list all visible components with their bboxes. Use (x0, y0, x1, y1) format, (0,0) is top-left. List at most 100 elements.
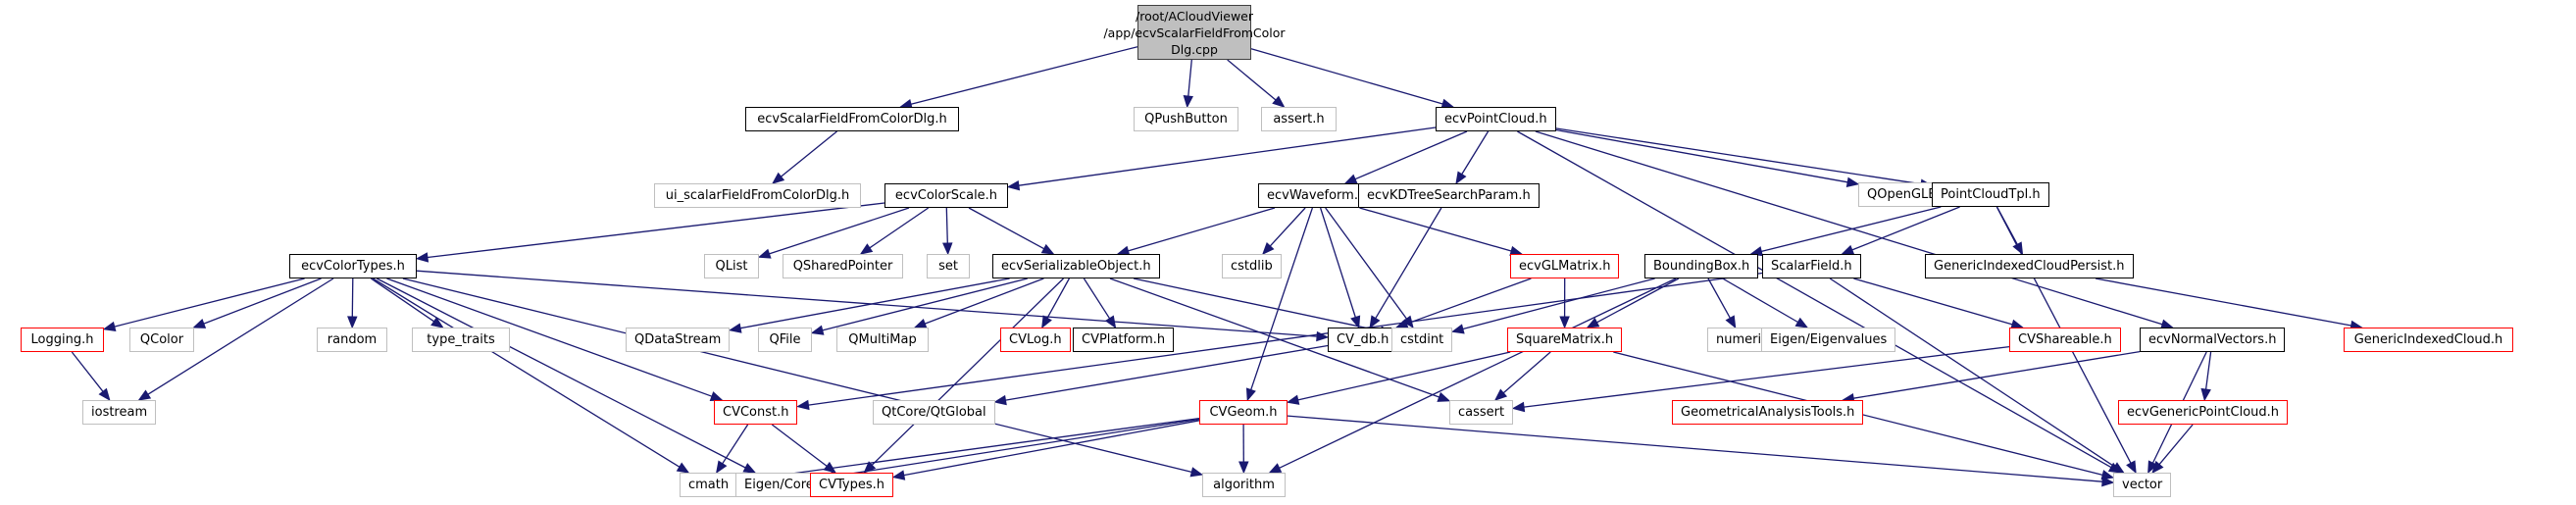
graph-node-geomtools[interactable]: GeometricalAnalysisTools.h (1672, 400, 1864, 425)
graph-node-qmultimap: QMultiMap (836, 328, 929, 352)
edge-waveform-to-cvgeom (1250, 207, 1314, 390)
edge-cvgeom-to-cmath (747, 417, 1200, 480)
graph-node-vector: vector (2113, 473, 2172, 497)
edge-colortypes-to-iostream (147, 278, 334, 395)
graph-node-waveform[interactable]: ecvWaveform.h (1258, 183, 1376, 208)
edge-colortypes-to-cvconst (386, 278, 713, 397)
edge-bbox-to-squarematrix (1596, 278, 1680, 324)
edge-root-to-asserth (1227, 59, 1277, 101)
arrowhead-icon (1369, 315, 1381, 329)
edge-squarematrix-to-cassert (1502, 351, 1551, 394)
graph-node-cvlog[interactable]: CVLog.h (1000, 328, 1071, 352)
arrowhead-icon (728, 323, 742, 333)
arrowhead-icon (796, 399, 810, 411)
graph-node-squarematrix[interactable]: SquareMatrix.h (1507, 328, 1623, 352)
graph-node-cvshareable[interactable]: CVShareable.h (2009, 328, 2121, 352)
graph-node-cstdlib: cstdlib (1222, 254, 1282, 278)
edge-cvgeom-to-vector (1287, 415, 2103, 482)
arrowhead-icon (1437, 391, 1451, 402)
edge-genericpc-to-vector (2158, 424, 2194, 466)
graph-node-qshared: QSharedPointer (783, 254, 903, 278)
edge-serial-to-qdatastream (739, 278, 1010, 329)
graph-node-bbox[interactable]: BoundingBox.h (1644, 254, 1759, 278)
edge-pointcloud-to-vector (1517, 130, 2112, 469)
graph-node-genericpc[interactable]: ecvGenericPointCloud.h (2118, 400, 2289, 425)
edge-squarematrix-to-cvgeom (1297, 351, 1511, 401)
edge-waveform-to-cstdlib (1269, 207, 1306, 247)
graph-node-cvtypes[interactable]: CVTypes.h (810, 473, 893, 497)
graph-node-dlgh[interactable]: ecvScalarFieldFromColorDlg.h (745, 107, 959, 131)
edge-colorscale-to-qshared (869, 207, 930, 249)
edge-pointcloud-to-qopengl (1555, 128, 1848, 183)
graph-node-set: set (927, 254, 970, 278)
graph-node-pointcloud[interactable]: ecvPointCloud.h (1436, 107, 1556, 131)
edge-colortypes-to-cvdb (416, 270, 1318, 337)
graph-node-random: random (317, 328, 387, 352)
edge-colorscale-to-serial (968, 207, 1045, 250)
graph-node-qdatastream: QDataStream (626, 328, 731, 352)
arrowhead-icon (2151, 460, 2164, 475)
graph-node-iostream: iostream (82, 400, 157, 425)
graph-node-glmatrix[interactable]: ecvGLMatrix.h (1510, 254, 1620, 278)
edge-pctpl-to-bbox (1761, 206, 1942, 253)
edge-normalvectors-to-geomtools (1853, 350, 2141, 399)
graph-node-qlist: QList (704, 254, 759, 278)
graph-node-cvdb[interactable]: CV_db.h (1328, 328, 1398, 352)
arrowhead-icon (102, 321, 117, 332)
edge-cvconst-to-cmath (722, 424, 749, 465)
edge-waveform-to-cvdb (1319, 207, 1356, 318)
graph-node-qtglobal: QtCore/QtGlobal (873, 400, 995, 425)
edge-pointcloud-to-colorscale (1018, 126, 1437, 186)
arrowhead-icon (1845, 177, 1860, 187)
arrowhead-icon (1794, 317, 1809, 328)
arrowhead-icon (993, 394, 1007, 406)
arrowhead-icon (430, 317, 444, 328)
arrowhead-icon (1183, 95, 1193, 109)
arrowhead-icon (1238, 461, 1249, 475)
edge-gicpersist-to-gic (2095, 278, 2351, 327)
graph-node-cvplatform[interactable]: CVPlatform.h (1073, 328, 1175, 352)
arrowhead-icon (1350, 315, 1361, 329)
graph-node-cvconst[interactable]: CVConst.h (714, 400, 798, 425)
graph-node-cvgeom[interactable]: CVGeom.h (1199, 400, 1288, 425)
graph-node-normalvectors[interactable]: ecvNormalVectors.h (2140, 328, 2286, 352)
arrowhead-icon (771, 172, 785, 184)
edge-colortypes-to-random (351, 278, 354, 318)
graph-node-scalarfield[interactable]: ScalarField.h (1762, 254, 1861, 278)
edge-colorscale-to-qlist (769, 207, 910, 255)
edge-colortypes-to-typetraits (370, 278, 434, 323)
graph-node-serial[interactable]: ecvSerializableObject.h (992, 254, 1160, 278)
edge-cvconst-to-cvtypes (771, 424, 828, 467)
graph-node-typetraits: type_traits (412, 328, 510, 352)
arrowhead-icon (98, 387, 111, 402)
graph-node-colortypes[interactable]: ecvColorTypes.h (289, 254, 417, 278)
edge-scalarfield-to-cvconst (808, 272, 1763, 406)
arrowhead-icon (347, 316, 358, 329)
arrowhead-icon (2147, 460, 2158, 475)
edge-serial-to-qmultimap (924, 278, 1044, 325)
arrowhead-icon (891, 470, 906, 480)
edge-root-to-dlgh (910, 46, 1138, 105)
graph-node-pctpl[interactable]: PointCloudTpl.h (1932, 182, 2049, 207)
edge-bbox-to-cstdint (1462, 278, 1655, 330)
arrowhead-icon (1006, 179, 1021, 191)
graph-node-colorscale[interactable]: ecvColorScale.h (884, 183, 1008, 208)
arrowhead-icon (1455, 171, 1467, 185)
graph-node-logging[interactable]: Logging.h (21, 328, 104, 352)
arrowhead-icon (1493, 388, 1508, 401)
graph-node-root[interactable]: /root/ACloudViewer /app/ecvScalarFieldFr… (1103, 5, 1286, 60)
edge-colorscale-to-colortypes (427, 202, 885, 259)
edge-dlgh-to-uidlg (781, 130, 837, 177)
edge-bbox-to-algorithm (1279, 278, 1677, 469)
edge-colortypes-to-eigencore (377, 278, 746, 469)
arrowhead-icon (1040, 243, 1055, 255)
arrowhead-icon (1586, 317, 1600, 328)
arrowhead-icon (1189, 467, 1204, 478)
arrowhead-icon (1268, 463, 1283, 474)
graph-node-kdtree[interactable]: ecvKDTreeSearchParam.h (1358, 183, 1540, 208)
graph-node-gic[interactable]: GenericIndexedCloud.h (2344, 328, 2513, 352)
arrowhead-icon (1343, 174, 1358, 184)
edge-cvgeom-to-cvtypes (903, 420, 1200, 477)
graph-node-gicpersist[interactable]: GenericIndexedCloudPersist.h (1925, 254, 2134, 278)
